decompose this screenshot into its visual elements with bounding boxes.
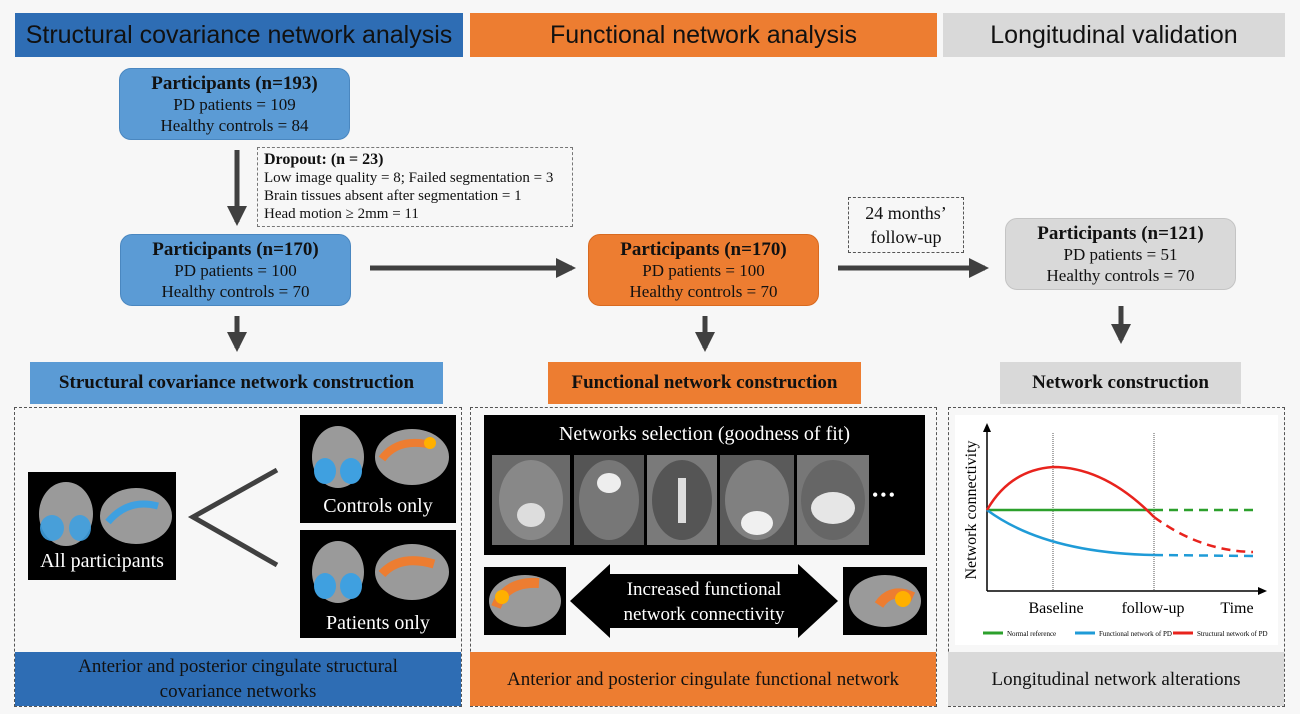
brain-sagittal-left-icon — [489, 575, 561, 627]
patients-only-caption: Patients only — [326, 612, 430, 634]
connectivity-chart: Network connectivity Baseline follow-up … — [963, 423, 1268, 638]
increased-connectivity-arrow — [570, 564, 838, 638]
functional-footer: Anterior and posterior cingulate functio… — [470, 652, 936, 706]
y-axis-arrowhead — [983, 423, 991, 432]
increased-line2: network connectivity — [623, 604, 785, 625]
functional-panel — [470, 407, 937, 707]
more-networks-ellipsis: ••• — [872, 485, 897, 505]
participants-longitudinal-line2: Healthy controls = 70 — [1046, 266, 1195, 285]
dropout-line2: Brain tissues absent after segmentation … — [264, 188, 522, 204]
participants-longitudinal-title: Participants (n=121) — [1037, 223, 1204, 244]
followup-box: 24 months’ follow-up — [848, 197, 964, 253]
dropout-title: Dropout: (n = 23) — [264, 151, 384, 168]
x-tick-time: Time — [1220, 600, 1253, 617]
increased-line1: Increased functional — [626, 579, 782, 600]
functional-brain-right-image — [843, 567, 927, 635]
series-structural-solid — [985, 465, 1155, 518]
dropout-box: Dropout: (n = 23) Low image quality = 8;… — [257, 147, 573, 227]
participants-functional-title: Participants (n=170) — [620, 239, 787, 260]
series-structural-dashed — [1153, 515, 1254, 554]
dropout-line1: Low image quality = 8; Failed segmentati… — [264, 170, 554, 186]
participants-initial-box: Participants (n=193) PD patients = 109 H… — [119, 68, 350, 140]
increased-connectivity-label: Increased functional network connectivit… — [610, 577, 798, 627]
structural-footer-line1: Anterior and posterior cingulate structu… — [78, 656, 398, 677]
participants-structural-line2: Healthy controls = 70 — [161, 282, 310, 301]
networks-selection-title: Networks selection (goodness of fit) — [558, 423, 851, 445]
structural-panel — [14, 407, 462, 707]
participants-structural-box: Participants (n=170) PD patients = 100 H… — [120, 234, 351, 306]
structural-construction-label: Structural covariance network constructi… — [30, 362, 443, 404]
longitudinal-chart-area: Network connectivity Baseline follow-up … — [955, 415, 1278, 645]
series-functional-solid — [986, 508, 1155, 557]
longitudinal-footer: Longitudinal network alterations — [948, 652, 1284, 706]
participants-initial-line2: Healthy controls = 84 — [160, 116, 309, 135]
series-functional-dashed — [1153, 553, 1254, 558]
participants-structural-line1: PD patients = 100 — [174, 261, 297, 280]
followup-line2: follow-up — [870, 227, 942, 247]
longitudinal-header: Longitudinal validation — [943, 13, 1285, 57]
participants-functional-line1: PD patients = 100 — [642, 261, 765, 280]
longitudinal-construction-label: Network construction — [1000, 362, 1241, 404]
ica-maps-icon — [492, 455, 869, 545]
patients-only-image: Patients only — [300, 530, 456, 638]
all-participants-caption: All participants — [40, 550, 164, 572]
y-axis-label: Network connectivity — [963, 440, 980, 579]
participants-longitudinal-box: Participants (n=121) PD patients = 51 He… — [1005, 218, 1236, 290]
legend-label-structural: Structural network of PD — [1197, 630, 1268, 638]
participants-functional-line2: Healthy controls = 70 — [629, 282, 778, 301]
brain-blue-icon — [39, 482, 172, 546]
legend-label-functional: Functional network of PD — [1099, 630, 1172, 638]
structural-header: Structural covariance network analysis — [15, 13, 463, 57]
longitudinal-panel — [948, 407, 1285, 707]
brain-controls-icon — [312, 426, 449, 488]
participants-initial-line1: PD patients = 109 — [173, 95, 296, 114]
all-participants-image: All participants — [28, 472, 176, 580]
participants-functional-box: Participants (n=170) PD patients = 100 H… — [588, 234, 819, 306]
brain-patients-icon — [312, 541, 449, 603]
controls-only-caption: Controls only — [323, 495, 433, 517]
participants-structural-title: Participants (n=170) — [152, 239, 319, 260]
functional-construction-label: Functional network construction — [548, 362, 861, 404]
legend-label-normal: Normal reference — [1007, 630, 1056, 638]
dropout-line3: Head motion ≥ 2mm = 11 — [264, 206, 419, 222]
controls-only-image: Controls only — [300, 415, 456, 523]
followup-line1: 24 months’ — [865, 203, 947, 223]
brain-sagittal-right-icon — [849, 575, 921, 627]
structural-footer: Anterior and posterior cingulate structu… — [15, 652, 461, 706]
participants-longitudinal-line1: PD patients = 51 — [1063, 245, 1178, 264]
structural-footer-line2: covariance networks — [159, 681, 317, 702]
participants-initial-title: Participants (n=193) — [151, 73, 318, 94]
functional-header: Functional network analysis — [470, 13, 937, 57]
branch-chevron — [187, 467, 279, 568]
x-tick-baseline: Baseline — [1028, 600, 1083, 617]
x-axis-arrowhead — [1258, 587, 1267, 595]
x-tick-followup: follow-up — [1121, 600, 1184, 617]
functional-brain-left-image — [484, 567, 566, 635]
networks-selection-image: Networks selection (goodness of fit) ••• — [484, 415, 925, 555]
